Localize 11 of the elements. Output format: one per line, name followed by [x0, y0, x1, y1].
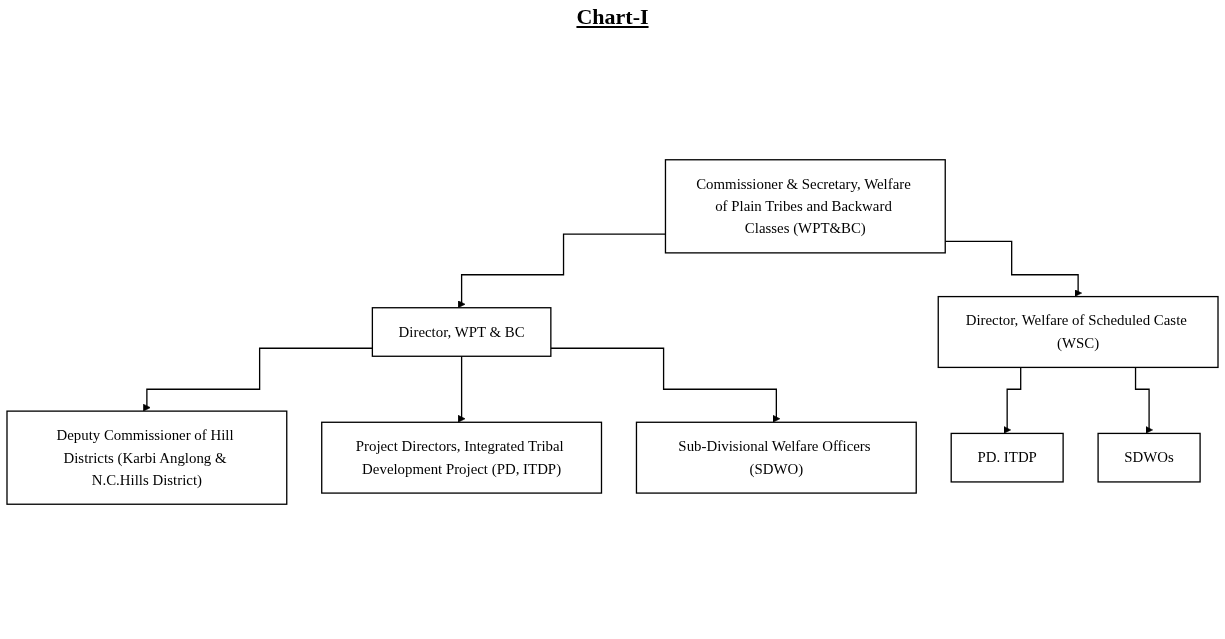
node-box: Director, Welfare of Scheduled Caste (WSC) [937, 295, 1219, 369]
chart-title: Chart-I [575, 4, 650, 30]
arrow [457, 355, 466, 423]
node-box: Director, WPT & BC [371, 307, 552, 357]
node-box: Deputy Commissioner of Hill Districts (Karbi Anglong & N.C.Hills District) [6, 410, 288, 505]
node-box: PD. ITDP [950, 432, 1064, 483]
node-box: SDWOs [1097, 432, 1201, 483]
node-box: Project Directors, Integrated Tribal Development Project (PD, ITDP) [321, 421, 603, 494]
node-box: Sub-Divisional Welfare Officers (SDWO) [635, 421, 917, 494]
node-box: Commissioner & Secretary, Welfare of Plain Tribes and Backward Classes (WPT&BC) [664, 159, 946, 254]
arrow [550, 347, 781, 423]
